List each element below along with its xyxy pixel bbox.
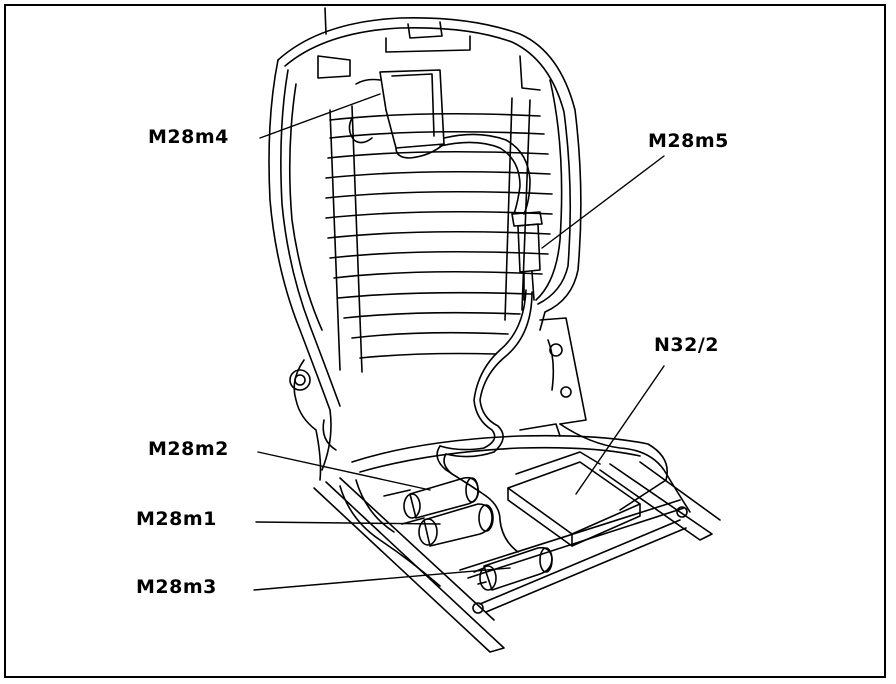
side-bracket-right	[539, 317, 691, 513]
top-wire	[324, 7, 327, 35]
control-unit-n32-2	[507, 451, 641, 547]
label-m28m4: M28m4	[148, 126, 229, 148]
label-n32-2: N32/2	[654, 334, 720, 356]
connector-m28m5	[511, 211, 543, 301]
motor-m28m2	[383, 476, 480, 519]
leader-m28m2	[257, 451, 431, 491]
backrest-frame	[268, 17, 582, 471]
seat-pan	[339, 423, 668, 587]
label-m28m5: M28m5	[648, 130, 729, 152]
wiring-harness	[436, 133, 533, 553]
leader-lines	[253, 93, 665, 591]
leader-m28m3	[253, 567, 511, 591]
label-m28m1: M28m1	[136, 508, 217, 530]
leader-m28m4	[259, 93, 381, 139]
label-m28m3: M28m3	[136, 576, 217, 598]
side-bracket-left	[289, 359, 337, 481]
lumbar-motor-m28m4	[348, 69, 445, 159]
leader-m28m5	[541, 155, 665, 249]
leader-n32-2	[575, 365, 665, 495]
diagram-frame	[4, 4, 886, 678]
motor-m28m3	[473, 546, 553, 591]
label-m28m2: M28m2	[148, 438, 229, 460]
seat-rails	[313, 461, 721, 653]
leader-m28m1	[255, 521, 441, 525]
